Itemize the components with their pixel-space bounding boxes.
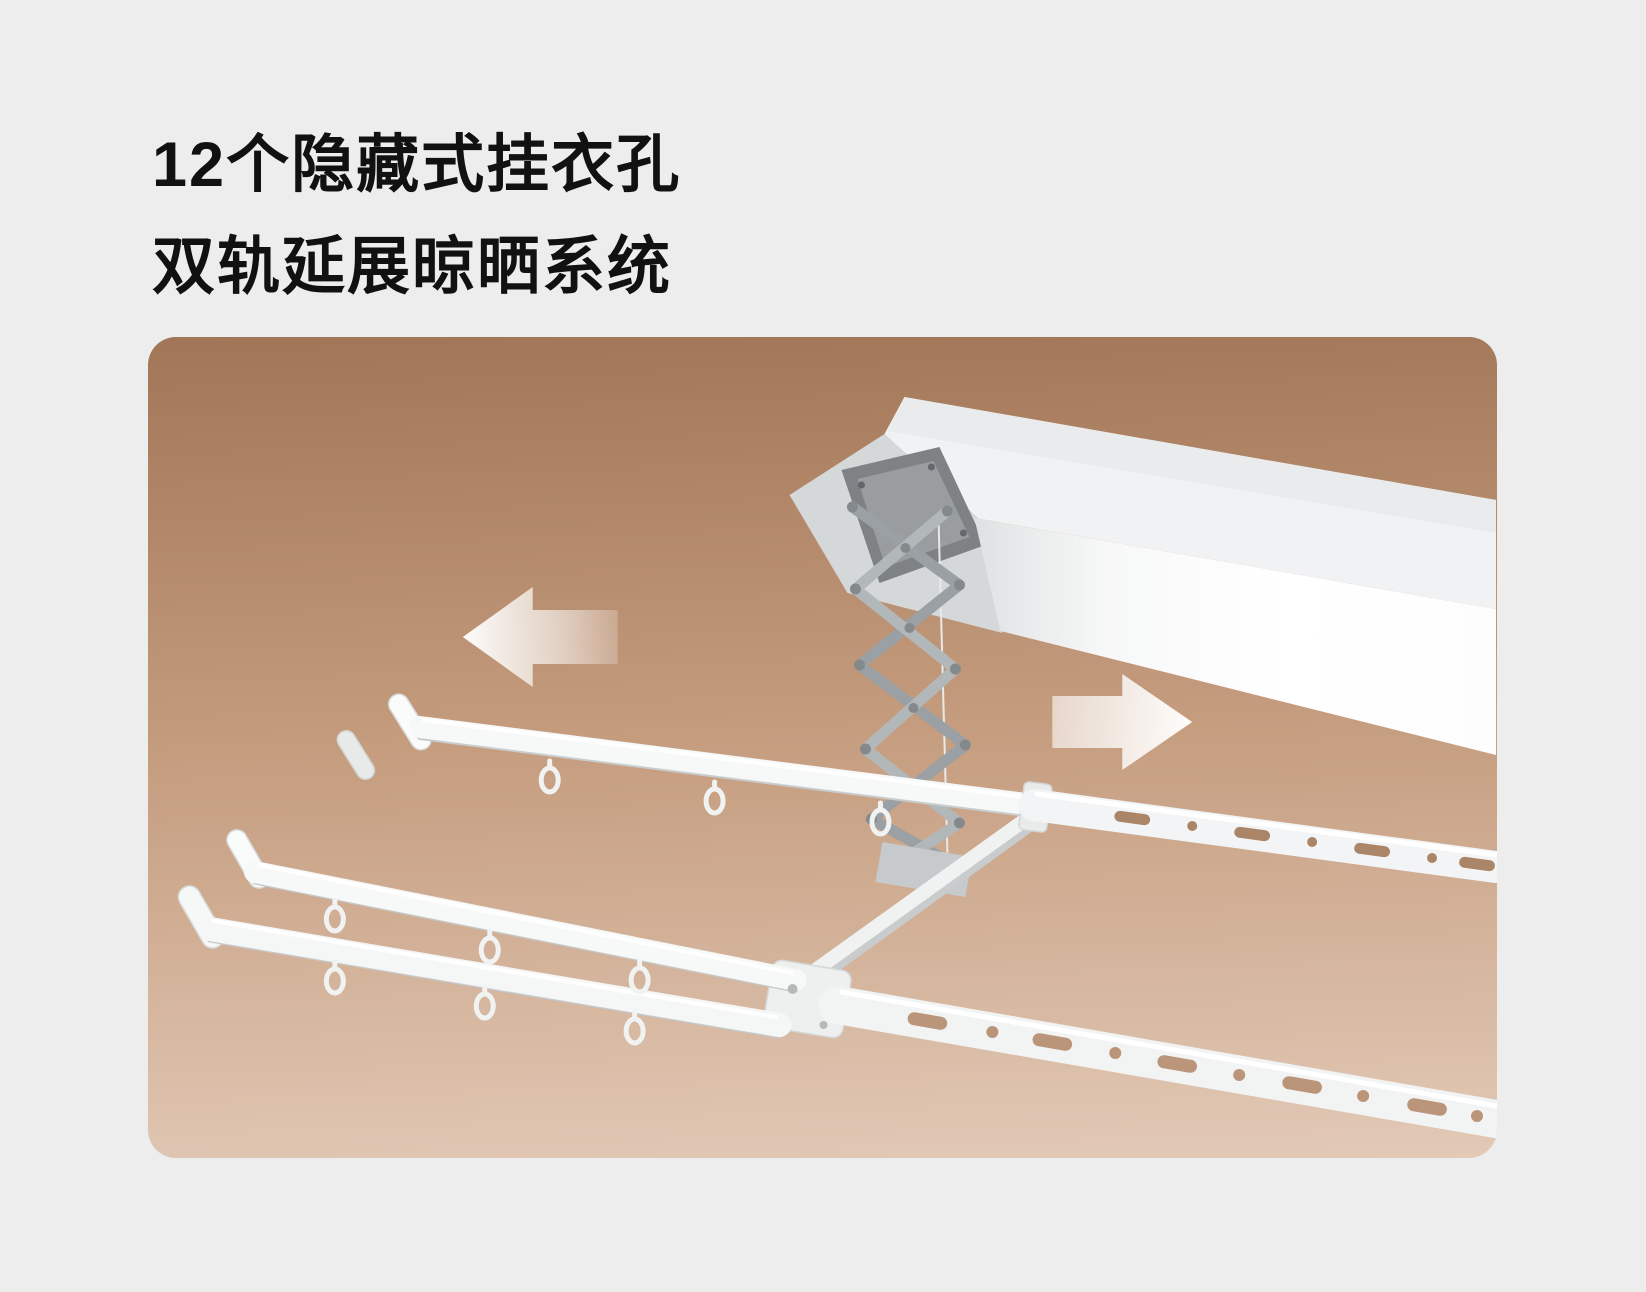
front-lower-highlight [211,919,778,1019]
rear-inner-rail [408,716,1046,816]
extend-right-arrow [1052,674,1193,770]
headline-line2: 双轨延展晾晒系统 [152,232,672,303]
hanger-hook [706,782,723,813]
hanger-hook [541,761,558,792]
front-lower-rail [197,917,792,1037]
front-track [177,829,1497,1138]
rear-end-cap-back [336,729,376,781]
hanger-hook [631,961,648,992]
scissor-joints [846,501,971,829]
extend-left-arrow [462,587,618,687]
front-outer-highlight [838,989,1497,1109]
hanger-hook [476,987,493,1018]
hanger-hook [481,931,498,962]
mount-plate [857,461,970,567]
strut-bar [790,809,1038,990]
headline-line1: 12个隐藏式挂衣孔 [152,130,682,201]
carriage-bolt [819,1021,828,1029]
front-rail-holes [907,1012,1484,1122]
mount-screw [927,463,935,471]
drying-rack-illustration [177,397,1497,1138]
front-upper-highlight [256,863,794,975]
front-upper-rail [243,861,807,991]
feature-card [148,337,1497,1158]
hanger-hook [326,962,343,993]
rear-track [336,693,1497,883]
hanger-hook [626,1012,643,1043]
slab-light-underside [974,518,1497,755]
mount-screw [857,481,865,489]
hanger-hook [326,900,343,931]
rear-rail-holes [1114,810,1495,872]
slab-top-face [887,397,1497,533]
rear-outer-highlight [1034,791,1497,858]
page-title: 12个隐藏式挂衣孔 双轨延展晾晒系统 [152,114,681,318]
carriage-bolt [787,984,798,994]
rear-rail-highlight [421,718,1033,800]
mount-screw [959,529,967,537]
